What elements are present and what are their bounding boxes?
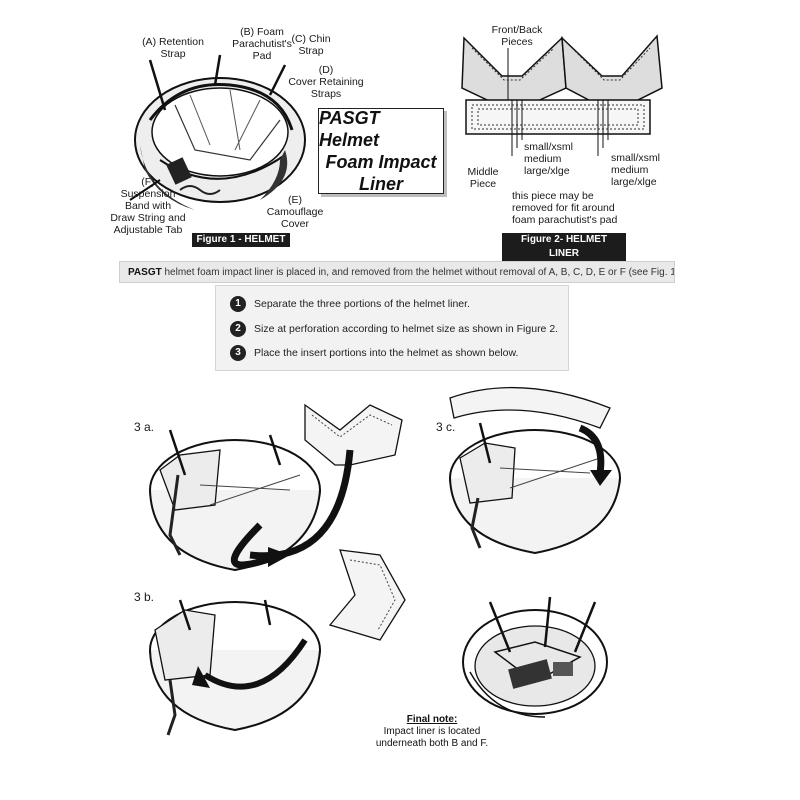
steps-panel: 1 Separate the three portions of the hel… — [215, 285, 569, 371]
step-label-3b: 3 b. — [134, 590, 155, 604]
label-suspension-band: (F) Suspension Band with Draw String and… — [110, 176, 186, 236]
step-3a-drawing — [149, 403, 403, 572]
figure2-liner-drawing — [461, 34, 663, 156]
size-left-small: small/xsml — [524, 141, 573, 153]
info-bar: PASGT helmet foam impact liner is placed… — [119, 261, 675, 283]
size-left-medium: medium — [524, 153, 562, 165]
step-number: 3 — [230, 345, 246, 361]
info-text: helmet foam impact liner is placed in, a… — [161, 267, 675, 278]
title-line-2: Foam Impact — [325, 152, 437, 172]
title-line-1: PASGT Helmet — [319, 108, 380, 150]
final-note-title: Final note: — [406, 714, 458, 725]
title-line-3: Liner — [358, 174, 403, 194]
label-foam-pad: (B) Foam Parachutist's Pad — [232, 26, 292, 62]
title-box: PASGT Helmet Foam Impact Liner — [318, 108, 444, 194]
step-text: Separate the three portions of the helme… — [254, 298, 470, 310]
size-right-large: large/xlge — [611, 176, 657, 188]
size-right-medium: medium — [611, 164, 649, 176]
step-1: 1 Separate the three portions of the hel… — [230, 296, 470, 312]
final-note-text: Impact liner is located underneath both … — [375, 726, 489, 749]
figure2-caption: Figure 2- HELMET LINER — [502, 233, 626, 261]
step-2: 2 Size at perforation according to helme… — [230, 321, 558, 337]
final-helmet-drawing — [462, 596, 608, 718]
figure1-helmet-drawing — [129, 54, 306, 210]
label-camouflage-cover: (E) Camouflage Cover — [266, 194, 324, 230]
size-right-small: small/xsml — [611, 152, 660, 164]
step-text: Size at perforation according to helmet … — [254, 323, 559, 335]
step-3: 3 Place the insert portions into the hel… — [230, 345, 518, 361]
label-cover-retaining-straps: (D) Cover Retaining Straps — [288, 64, 364, 100]
label-removable-note: this piece may be removed for fit around… — [512, 190, 618, 226]
label-retention-strap: (A) Retention Strap — [142, 36, 204, 60]
label-front-back-pieces: Front/Back Pieces — [491, 24, 543, 48]
step-3c-drawing — [449, 386, 621, 555]
step-number: 2 — [230, 321, 246, 337]
info-bold: PASGT — [128, 267, 162, 278]
figure1-caption: Figure 1 - HELMET — [192, 233, 290, 247]
label-middle-piece: Middle Piece — [467, 166, 499, 190]
step-label-3a: 3 a. — [134, 420, 155, 434]
label-chin-strap: (C) Chin Strap — [291, 33, 331, 57]
step-3b-drawing — [149, 549, 406, 736]
step-text: Place the insert portions into the helme… — [254, 347, 519, 359]
step-number: 1 — [230, 296, 246, 312]
step-label-3c: 3 c. — [436, 420, 456, 434]
final-note: Final note: Impact liner is located unde… — [372, 714, 492, 750]
size-left-large: large/xlge — [524, 165, 570, 177]
